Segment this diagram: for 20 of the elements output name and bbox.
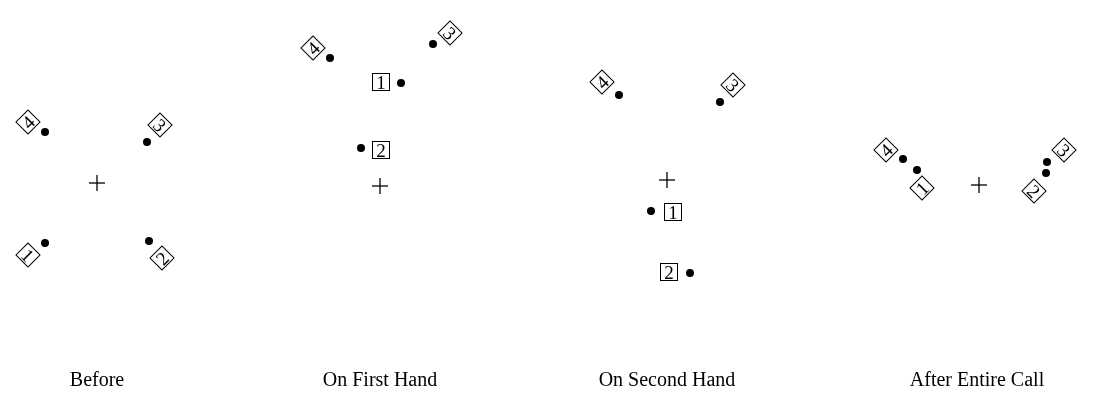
numbered-box: 3 (437, 20, 463, 46)
numbered-box: 4 (589, 69, 615, 95)
numbered-box: 4 (300, 35, 326, 61)
numbered-box: 2 (660, 263, 678, 281)
numbered-box: 4 (873, 137, 899, 163)
numbered-box: 4 (15, 109, 41, 135)
panel-caption: On Second Hand (598, 368, 736, 391)
numbered-box: 1 (664, 203, 682, 221)
numbered-box: 2 (149, 245, 175, 271)
numbered-box: 1 (372, 73, 390, 91)
numbered-box: 2 (372, 141, 390, 159)
numbered-box: 1 (909, 175, 935, 201)
panel-caption: After Entire Call (909, 368, 1045, 391)
numbered-box: 1 (15, 242, 41, 268)
numbered-box: 2 (1021, 178, 1047, 204)
panel-caption: Before (69, 368, 125, 391)
numbered-box: 3 (147, 112, 173, 138)
numbered-box: 3 (1051, 137, 1077, 163)
panel-caption: On First Hand (322, 368, 438, 391)
numbered-box: 3 (720, 72, 746, 98)
